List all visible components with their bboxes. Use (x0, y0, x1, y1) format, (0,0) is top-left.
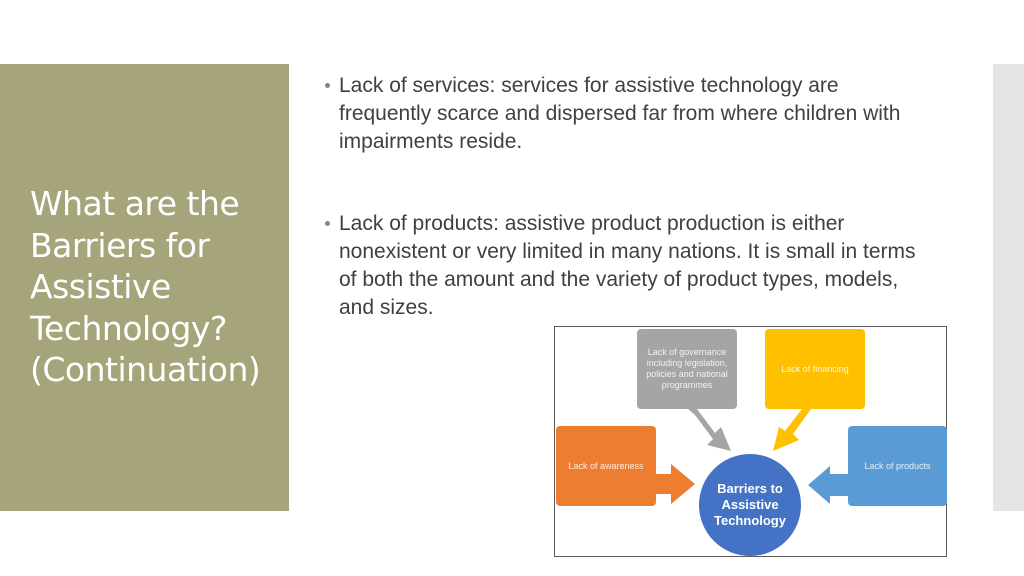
side-strip (993, 64, 1024, 511)
products-label: Lack of products (864, 460, 931, 471)
bullet-item: Lack of products: assistive product prod… (322, 210, 932, 322)
awareness-arrow-icon (656, 464, 695, 504)
slide-title: What are the Barriers for Assistive Tech… (30, 184, 261, 389)
financing-label: Lack of financing (781, 363, 849, 374)
bullet-item: Lack of services: services for assistive… (322, 72, 932, 156)
governance-arrow-icon (688, 409, 731, 451)
products-box (848, 426, 947, 506)
awareness-label: Lack of awareness (568, 460, 644, 471)
bullet-list: Lack of services: services for assistive… (322, 72, 932, 322)
center-circle (699, 454, 801, 556)
governance-box (637, 329, 737, 409)
financing-box (765, 329, 865, 409)
diagram-graphics (556, 329, 947, 556)
bullet-dot-icon (325, 83, 330, 88)
barriers-diagram: Lack of governance including legislation… (554, 326, 947, 557)
bullet-text: Lack of products: assistive product prod… (339, 212, 916, 319)
awareness-box (556, 426, 656, 506)
financing-arrow-icon (773, 409, 811, 451)
products-arrow-icon (808, 466, 848, 504)
governance-label: Lack of governance including legislation… (646, 347, 728, 390)
bullet-dot-icon (325, 221, 330, 226)
bullet-text: Lack of services: services for assistive… (339, 74, 901, 153)
title-panel (0, 64, 289, 511)
center-label: Barriers to Assistive Technology (714, 481, 786, 528)
